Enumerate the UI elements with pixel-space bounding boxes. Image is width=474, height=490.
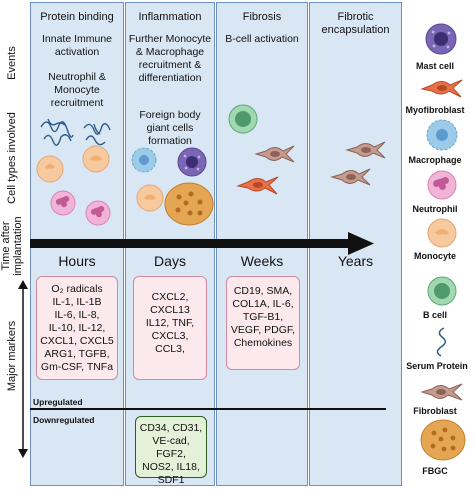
marker-box-hours-up: O₂ radicals IL-1, IL-1B IL-6, IL-8, IL-1…: [36, 276, 118, 380]
fbgc-icon: [420, 419, 466, 461]
b-cell-icon: [228, 104, 258, 134]
downregulated-label: Downregulated: [33, 415, 95, 425]
marker-line: CXCL2,: [151, 291, 189, 303]
monocyte-icon: [136, 184, 164, 212]
neutrophil-icon: [427, 170, 457, 200]
marker-line: CXCL3,: [151, 330, 189, 342]
marker-line: VEGF, PDGF,: [230, 324, 296, 336]
marker-line: CCL3,: [155, 343, 185, 355]
marker-line: CXCL13: [150, 304, 190, 316]
legend-label: B cell: [422, 310, 447, 320]
event-text: Neutrophil & Monocyte recruitment: [48, 71, 106, 109]
marker-line: NOS2, IL18,: [142, 461, 200, 473]
marker-line: Chemokines: [233, 337, 293, 349]
marker-line: SDF1: [157, 474, 185, 486]
row-label-time: Time after implantation: [0, 216, 24, 276]
legend-label: Monocyte: [413, 251, 456, 261]
mast-cell-icon: [177, 147, 207, 177]
fibroblast-icon: [330, 168, 371, 186]
phase-title: Protein binding: [40, 11, 114, 23]
myofibroblast-icon: [236, 176, 279, 195]
monocyte-icon: [36, 155, 64, 183]
legend-label: Macrophage: [408, 155, 462, 165]
serum-protein-icon: [83, 123, 111, 146]
row-label-events: Events: [6, 46, 18, 80]
monocyte-icon: [82, 145, 110, 173]
regulation-divider: [30, 408, 386, 410]
time-label-weeks: Weeks: [240, 253, 284, 269]
marker-line: COL1A, IL-6,: [232, 298, 294, 310]
marker-line: CD19, SMA,: [233, 285, 293, 297]
event-text: B-cell activation: [225, 33, 299, 45]
neutrophil-icon: [50, 190, 76, 216]
marker-line: IL-6, IL-8,: [54, 309, 100, 321]
event-text: Innate Immune activation: [41, 33, 113, 58]
phase-title: Fibrotic encapsulation: [321, 11, 390, 36]
macrophage-icon: [426, 119, 458, 151]
neutrophil-icon: [85, 200, 111, 226]
marker-line: IL-10, IL-12,: [48, 322, 106, 334]
marker-line: VE-cad, FGF2,: [152, 435, 190, 460]
upregulated-label: Upregulated: [33, 397, 83, 407]
phase-title: Inflammation: [138, 11, 202, 23]
fibroblast-icon: [420, 383, 463, 401]
marker-line: ARG1, TGFB,: [44, 348, 110, 360]
time-arrow: [30, 232, 374, 255]
legend-label: Neutrophil: [412, 204, 458, 214]
serum-protein-icon: [40, 118, 74, 146]
legend-label: Fibroblast: [413, 406, 457, 416]
marker-box-weeks-up: CD19, SMA, COL1A, IL-6, TGF-B1, VEGF, PD…: [226, 276, 300, 370]
row-label-cell-types: Cell types involved: [6, 112, 18, 204]
time-label-hours: Hours: [58, 253, 96, 269]
marker-box-days-down: CD34, CD31, VE-cad, FGF2, NOS2, IL18, SD…: [135, 416, 207, 486]
time-label-days: Days: [154, 253, 186, 269]
marker-line: TGF-B1,: [242, 311, 284, 323]
markers-arrow: [18, 280, 28, 458]
marker-line: Gm-CSF, TNFa: [40, 361, 114, 373]
legend-label: FBGC: [422, 466, 448, 476]
event-text: Foreign body giant cells formation: [139, 109, 201, 147]
monocyte-icon: [427, 218, 457, 248]
myofibroblast-icon: [420, 79, 463, 98]
phase-title: Fibrosis: [242, 11, 282, 23]
mast-cell-icon: [425, 23, 457, 55]
marker-line: IL12, TNF,: [145, 317, 195, 329]
fibroblast-icon: [254, 145, 295, 163]
event-text: Further Monocyte & Macrophage recruitmen…: [128, 33, 212, 84]
legend-label: Myofibroblast: [405, 105, 465, 115]
marker-box-days-up: CXCL2, CXCL13 IL12, TNF, CXCL3, CCL3,: [133, 276, 207, 380]
legend-label: Mast cell: [415, 61, 455, 71]
b-cell-icon: [427, 276, 457, 306]
marker-line: CXCL1, CXCL5: [40, 335, 114, 347]
fbgc-icon: [164, 182, 214, 226]
serum-protein-icon: [436, 327, 446, 357]
fibroblast-icon: [345, 141, 386, 159]
marker-line: O₂ radicals: [51, 283, 103, 295]
marker-line: CD34, CD31,: [139, 422, 203, 434]
legend-label: Serum Protein: [406, 361, 468, 371]
macrophage-icon: [131, 147, 157, 173]
marker-line: IL-1, IL-1B: [52, 296, 102, 308]
time-label-years: Years: [337, 253, 374, 269]
